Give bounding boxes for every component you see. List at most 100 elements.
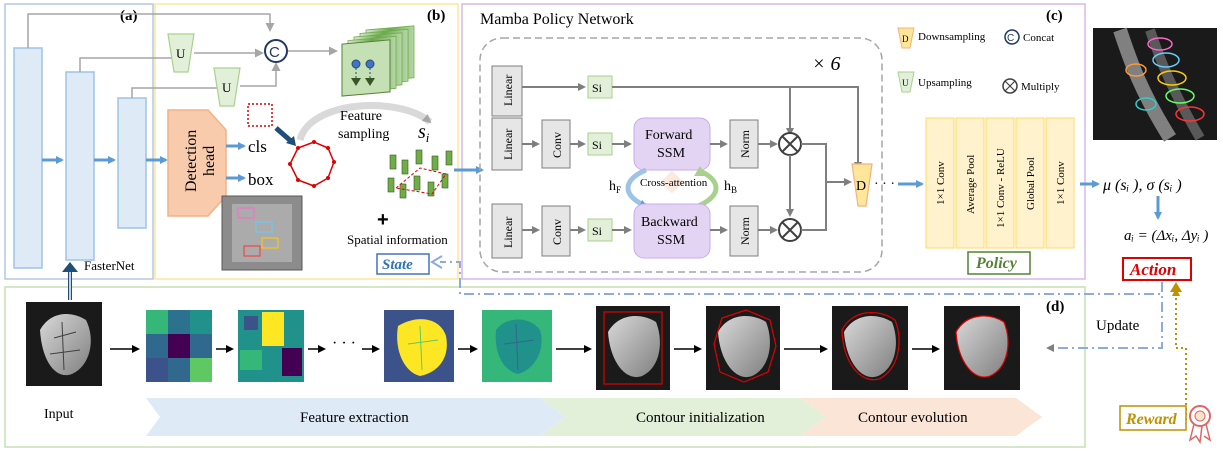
svg-text:Norm: Norm [738, 129, 752, 158]
feature-map-3 [384, 310, 454, 382]
upsampling-block-2 [213, 67, 241, 107]
fasternet-backbone: FasterNet [13, 13, 275, 300]
norm-block-2 [729, 205, 759, 257]
legend-upsampling-icon [897, 71, 915, 93]
cls-label: cls [248, 137, 267, 156]
legend-concat-icon [1004, 29, 1020, 45]
svg-text:Average Pool: Average Pool [965, 155, 977, 214]
cross-attention-label: Cross-attention [640, 177, 708, 189]
conv-block-2 [541, 205, 571, 257]
svg-text:Linear: Linear [501, 129, 515, 160]
stage-feature-extraction: Feature extraction [300, 410, 409, 426]
svg-text:Forward: Forward [645, 128, 692, 143]
plus-sign: + [377, 209, 389, 231]
reward-box [1119, 405, 1187, 431]
update-label: Update [1096, 318, 1140, 334]
norm-block-1 [729, 119, 759, 169]
linear-block-2 [491, 117, 523, 171]
panel-d-label: (d) [1046, 299, 1064, 315]
svg-text:Linear: Linear [501, 75, 515, 106]
box-label: box [248, 170, 274, 189]
contour-evolution-image-2 [944, 306, 1020, 390]
hf-label: hF [609, 179, 621, 195]
policy-label: Policy [975, 255, 1018, 272]
linear-block-3 [491, 203, 523, 259]
fasternet-label: FasterNet [84, 258, 135, 273]
repeat-count: × 6 [812, 53, 841, 75]
input-label: Input [44, 407, 74, 422]
hb-label: hB [724, 179, 737, 195]
legend-downsampling-icon [897, 27, 915, 49]
policy-block-1 [925, 117, 955, 249]
svg-text:sampling: sampling [338, 127, 389, 142]
svg-text:U: U [176, 46, 186, 61]
reward-ribbon-icon [1188, 405, 1212, 445]
feature-maps-stack [341, 25, 415, 97]
action-formula: aᵢ = (Δxᵢ, Δyᵢ ) [1124, 228, 1208, 244]
svg-text:Si: Si [592, 224, 603, 238]
svg-text:1×1 Conv: 1×1 Conv [935, 161, 947, 205]
policy-block-4 [1015, 117, 1045, 249]
svg-text:Conv: Conv [550, 219, 564, 245]
contour-evolution-image-1 [832, 306, 908, 390]
pipeline-ellipsis: · · · [332, 335, 356, 352]
svg-text:Global Pool: Global Pool [1025, 157, 1037, 210]
policy-head: 1×1 Conv Average Pool 1×1 Conv - ReLU Gl… [925, 117, 1075, 249]
panel-b-label: (b) [427, 8, 445, 24]
stage-contour-evolution: Contour evolution [858, 410, 968, 426]
mamba-policy-title: Mamba Policy Network [480, 11, 634, 28]
spatial-information-label: Spatial information [347, 232, 448, 247]
panel-b: U U C Detection head cls box [167, 25, 484, 275]
contour-init-bbox-image [596, 306, 670, 390]
panel-b-frame [154, 3, 459, 280]
svg-text:Linear: Linear [501, 217, 515, 248]
stage-contour-initialization-arrow [540, 398, 826, 436]
mamba-block-repeat-frame [479, 37, 883, 273]
policy-block-5 [1045, 117, 1075, 249]
feature-map-2 [238, 310, 304, 382]
panel-d: Feature extraction Contour initializatio… [26, 302, 1042, 436]
svg-text:1×1 Conv - ReLU: 1×1 Conv - ReLU [995, 148, 1007, 228]
svg-text:1×1 Conv: 1×1 Conv [1055, 161, 1067, 205]
svg-text:SSM: SSM [657, 233, 686, 248]
right-column: μ (sᵢ ), σ (sᵢ ) aᵢ = (Δxᵢ, Δyᵢ ) Action… [430, 27, 1217, 445]
svg-text:· · ·: · · · [874, 177, 895, 192]
feature-map-1 [146, 310, 212, 382]
downsampling-block [851, 163, 873, 207]
cls-box-icon [247, 103, 273, 127]
panel-d-frame [4, 286, 1086, 448]
svg-text:Norm: Norm [738, 216, 752, 245]
state-si-label: si [418, 121, 430, 145]
svg-text:Si: Si [592, 81, 603, 95]
policy-box [967, 251, 1031, 275]
stage-contour-initialization: Contour initialization [636, 410, 765, 426]
detection-head-label: Detection [183, 130, 200, 192]
feature-sampling-label: Feature [340, 109, 382, 124]
feature-map-4 [482, 310, 552, 382]
upsampling-block-1 [167, 33, 195, 73]
svg-text:U: U [222, 80, 232, 95]
forward-ssm [633, 117, 711, 171]
state-label: State [382, 257, 413, 273]
svg-text:U: U [902, 78, 909, 88]
panel-c-label: (c) [1046, 8, 1063, 24]
svg-text:Backward: Backward [641, 215, 698, 230]
state-box [376, 253, 430, 275]
stage-feature-extraction-arrow [146, 398, 566, 436]
backbone-stage-2 [65, 71, 95, 261]
svg-text:head: head [201, 146, 218, 176]
legend-downsampling: Downsampling [918, 31, 986, 43]
panel-a-frame [4, 3, 154, 280]
svg-text:C: C [1007, 33, 1014, 44]
action-label: Action [1129, 260, 1176, 279]
backward-ssm [633, 203, 711, 259]
svg-text:D: D [902, 34, 909, 44]
backbone-stage-3 [117, 97, 147, 229]
svg-text:SSM: SSM [657, 146, 686, 161]
concat-icon [264, 39, 288, 63]
svg-text:Conv: Conv [550, 132, 564, 158]
mu-sigma-output: μ (sᵢ ), σ (sᵢ ) [1102, 177, 1182, 194]
svg-text:D: D [856, 179, 866, 194]
action-box [1122, 257, 1192, 281]
